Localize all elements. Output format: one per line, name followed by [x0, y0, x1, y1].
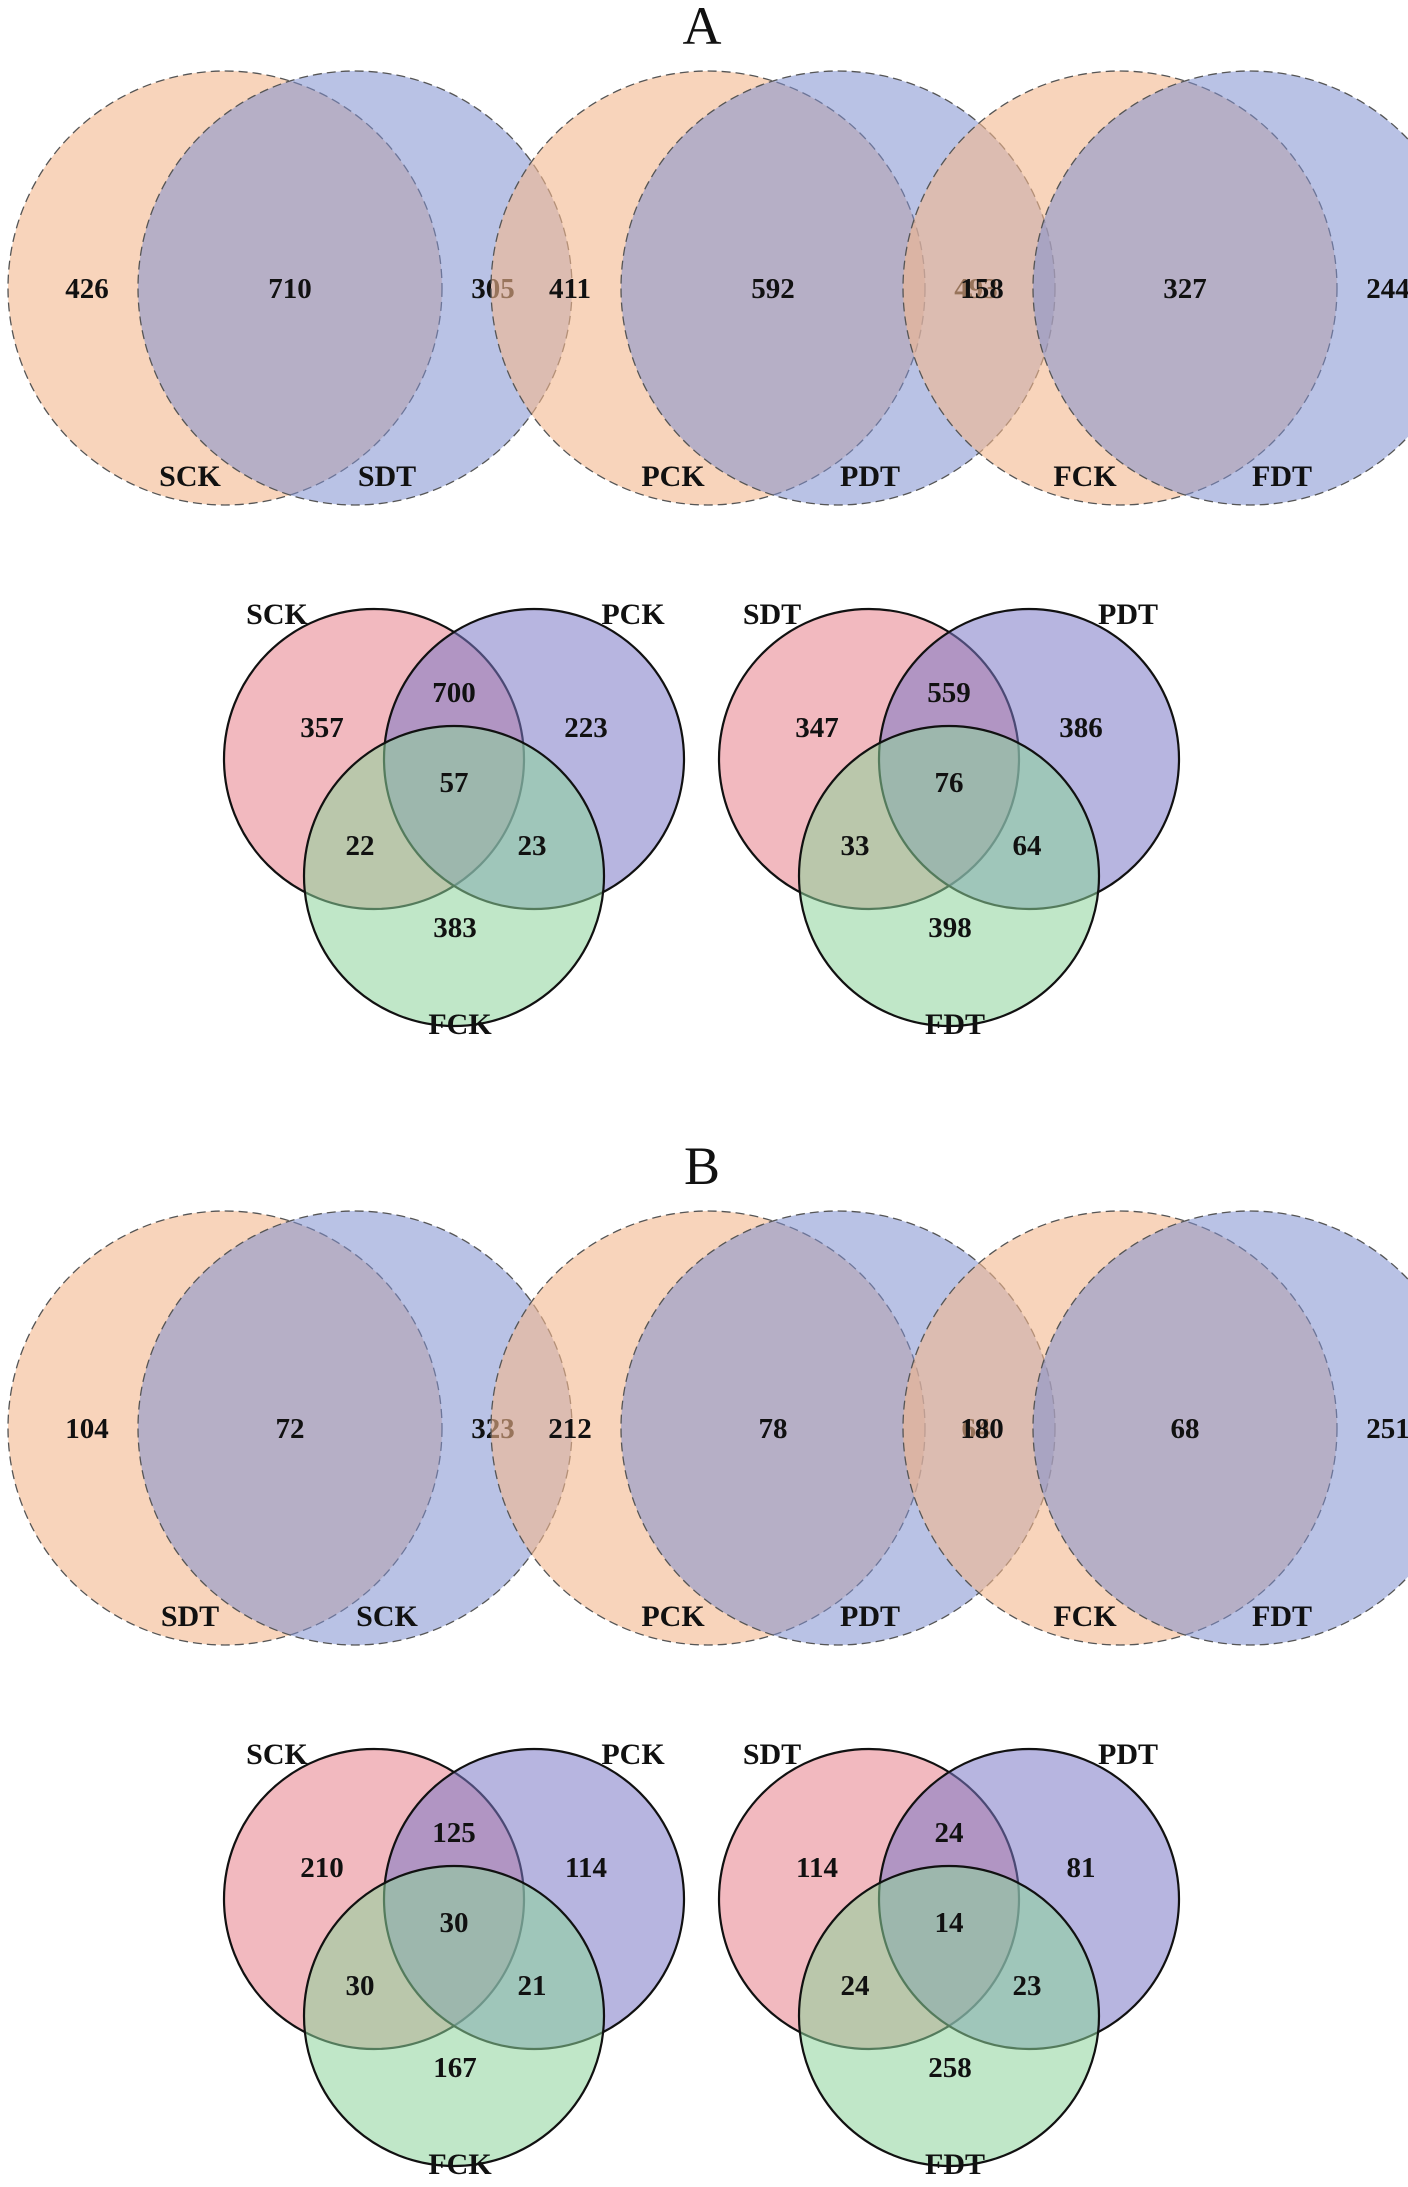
right-set-label: PDT [840, 1600, 900, 1633]
left-set-label: FCK [1053, 1600, 1117, 1633]
overlap-count: 592 [751, 273, 795, 305]
b-only-count: 386 [1059, 712, 1103, 744]
panel-letter: A [683, 0, 722, 56]
three-set-venn: SCK PCK FCK 357 223 700 57 22 23 383 [222, 598, 686, 1041]
left-only-count: 212 [548, 1413, 592, 1445]
ac-overlap-count: 33 [841, 830, 870, 862]
set-a-label: SCK [246, 598, 308, 631]
ab-overlap-count: 125 [432, 1817, 476, 1849]
set-circle-right [1032, 70, 1408, 506]
bc-overlap-count: 23 [518, 830, 547, 862]
left-set-label: PCK [641, 1600, 705, 1633]
overlap-count: 78 [759, 1413, 788, 1445]
two-set-venn: 10472323SDTSCK [7, 1210, 573, 1646]
c-only-count: 167 [433, 2052, 477, 2084]
c-only-count: 398 [928, 912, 972, 944]
abc-overlap-count: 14 [935, 1907, 964, 1939]
right-set-label: FDT [1252, 460, 1312, 493]
set-a-label: SCK [246, 1738, 308, 1771]
right-only-count: 251 [1366, 1413, 1408, 1445]
a-only-count: 357 [300, 712, 344, 744]
set-b-label: PCK [601, 598, 665, 631]
set-c-label: FDT [925, 2148, 985, 2181]
b-only-count: 114 [565, 1852, 607, 1884]
set-circle-c [797, 724, 1101, 1028]
three-set-venn: SDT PDT FDT 347 386 559 76 33 64 398 [717, 598, 1181, 1041]
set-c-label: FDT [925, 1008, 985, 1041]
b-only-count: 223 [564, 712, 608, 744]
left-only-count: 426 [65, 273, 109, 305]
ac-overlap-count: 24 [841, 1970, 870, 2002]
c-only-count: 258 [928, 2052, 972, 2084]
panel-b: B10472323SDTSCK2127864PCKPDT18068251FCKF… [7, 1136, 1408, 2181]
left-set-label: FCK [1053, 460, 1117, 493]
overlap-count: 327 [1163, 273, 1207, 305]
right-set-label: SDT [358, 460, 416, 493]
set-a-label: SDT [743, 1738, 801, 1771]
left-set-label: SCK [159, 460, 221, 493]
set-c-label: FCK [428, 1008, 492, 1041]
set-circle-c [797, 1864, 1101, 2168]
left-set-label: PCK [641, 460, 705, 493]
set-c-label: FCK [428, 2148, 492, 2181]
set-b-label: PDT [1098, 598, 1158, 631]
abc-overlap-count: 76 [935, 767, 964, 799]
set-b-label: PCK [601, 1738, 665, 1771]
a-only-count: 347 [795, 712, 839, 744]
ab-overlap-count: 700 [432, 677, 476, 709]
b-only-count: 81 [1067, 1852, 1096, 1884]
right-set-label: PDT [840, 460, 900, 493]
overlap-count: 710 [268, 273, 312, 305]
left-only-count: 180 [960, 1413, 1004, 1445]
right-set-label: SCK [356, 1600, 418, 1633]
a-only-count: 210 [300, 1852, 344, 1884]
bc-overlap-count: 64 [1013, 830, 1042, 862]
right-only-count: 244 [1366, 273, 1408, 305]
left-set-label: SDT [161, 1600, 219, 1633]
set-a-label: SDT [743, 598, 801, 631]
ac-overlap-count: 22 [346, 830, 375, 862]
set-circle-c [302, 724, 606, 1028]
overlap-count: 68 [1171, 1413, 1200, 1445]
two-set-venn: 426710305SCKSDT [7, 70, 573, 506]
a-only-count: 114 [796, 1852, 838, 1884]
three-set-venn: SCK PCK FCK 210 114 125 30 30 21 167 [222, 1738, 686, 2181]
ac-overlap-count: 30 [346, 1970, 375, 2002]
panel-letter: B [684, 1136, 720, 1196]
overlap-count: 72 [276, 1413, 305, 1445]
abc-overlap-count: 30 [440, 1907, 469, 1939]
bc-overlap-count: 21 [518, 1970, 547, 2002]
c-only-count: 383 [433, 912, 477, 944]
ab-overlap-count: 24 [935, 1817, 964, 1849]
set-circle-c [302, 1864, 606, 2168]
panel-a: A426710305SCKSDT411592493PCKPDT158327244… [7, 0, 1408, 1041]
set-circle-right [1032, 1210, 1408, 1646]
three-set-venn: SDT PDT FDT 114 81 24 14 24 23 258 [717, 1738, 1181, 2181]
abc-overlap-count: 57 [440, 767, 469, 799]
set-b-label: PDT [1098, 1738, 1158, 1771]
bc-overlap-count: 23 [1013, 1970, 1042, 2002]
ab-overlap-count: 559 [927, 677, 971, 709]
left-only-count: 104 [65, 1413, 109, 1445]
left-only-count: 158 [960, 273, 1004, 305]
left-only-count: 411 [549, 273, 591, 305]
right-set-label: FDT [1252, 1600, 1312, 1633]
